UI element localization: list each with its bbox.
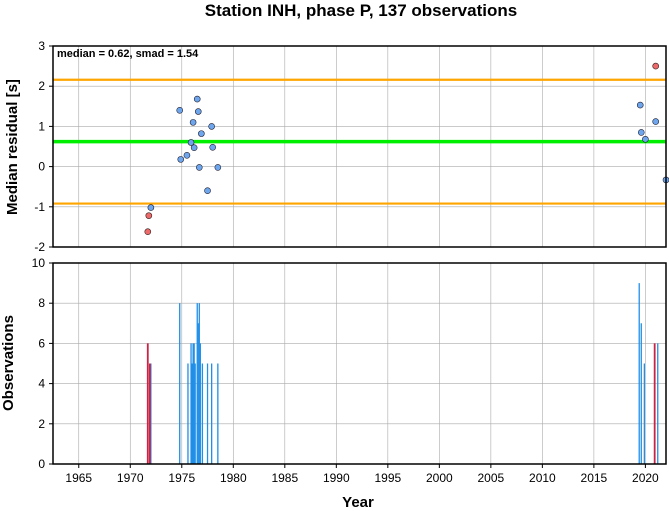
x-tick-label: 1980 [220,471,247,485]
y-tick-label: 2 [38,79,45,93]
residual-point-blue [147,204,155,211]
residual-point-blue [176,107,184,114]
y-tick-label: 8 [38,296,45,310]
y-tick-label: 0 [38,457,45,471]
top-panel-y-label: Median residual [s] [4,79,21,215]
y-tick-label: 1 [38,119,45,133]
x-tick-label: 1975 [168,471,195,485]
residual-point-blue [194,108,202,115]
bottom-panel-y-ticks: 0 2 4 6 8 10 [32,256,53,471]
top-panel-points [144,62,669,236]
residual-point-blue [193,95,201,103]
y-tick-label: -1 [34,200,45,214]
x-tick-label: 2015 [581,471,608,485]
x-tick-label: 2010 [529,471,556,485]
y-tick-label: 4 [38,377,45,391]
residual-point-red [144,228,152,236]
x-axis-label: Year [342,494,374,511]
residual-point-blue [652,118,659,125]
residual-point-blue [190,144,198,152]
bottom-panel-grid [53,262,666,465]
residual-point-blue [636,101,644,109]
x-tick-label: 1990 [323,471,350,485]
residual-point-blue [204,187,211,195]
residual-point-blue [183,152,191,159]
residual-point-blue [195,164,203,171]
residual-point-blue [198,130,205,137]
residual-point-blue [177,156,185,163]
y-tick-label: 10 [32,256,46,270]
bottom-panel-bars [146,283,659,464]
y-tick-label: 2 [38,417,45,431]
top-panel-reference-lines [53,78,666,205]
residual-point-blue [208,123,215,130]
y-tick-label: -2 [34,240,45,254]
x-tick-label: 1970 [117,471,144,485]
top-panel-y-ticks: -2 -1 0 1 2 3 [34,39,53,254]
x-tick-label: 1985 [271,471,298,485]
top-panel-grid [53,45,666,248]
bottom-panel-frame [52,262,667,465]
residual-point-blue [642,135,649,143]
y-tick-label: 0 [38,160,45,174]
residual-point-blue [209,144,216,151]
bottom-panel-y-label: Observations [0,315,17,411]
residual-point-blue [214,164,222,171]
residual-point-blue [189,119,197,126]
x-tick-label: 1995 [374,471,401,485]
residual-point-red [652,62,659,70]
y-tick-label: 6 [38,336,45,350]
x-tick-label: 1965 [65,471,92,485]
chart-title: Station INH, phase P, 137 observations [205,1,517,20]
x-tick-label: 2005 [478,471,505,485]
residual-point-blue [637,129,645,136]
x-tick-label: 2020 [632,471,659,485]
bottom-panel-x-ticks: 1965 1970 1975 1980 1985 1990 1995 2000 2005 2010… [65,464,659,485]
residual-point-red [145,212,153,219]
residual-point-blue [187,139,195,146]
y-tick-label: 3 [38,39,45,53]
top-panel-frame [52,45,667,248]
x-tick-label: 2000 [426,471,453,485]
median-smad-annotation: median = 0.62, smad = 1.54 [57,48,199,60]
